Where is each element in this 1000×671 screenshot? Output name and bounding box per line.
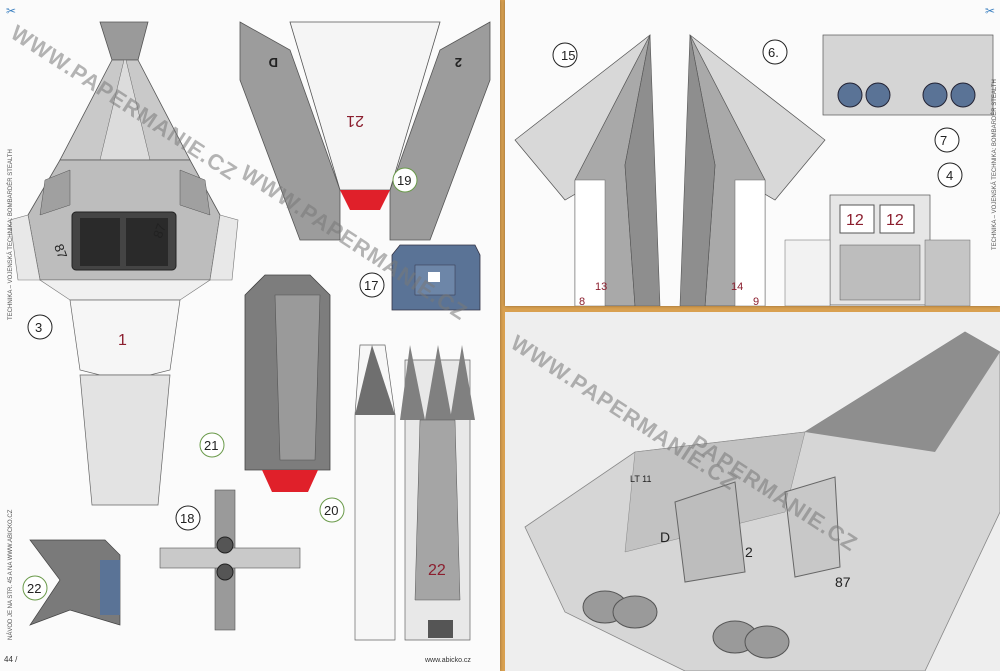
nose-marking-87-left: 87 <box>51 242 70 261</box>
left-papercraft-sheet: 87 87 1 D 2 21 <box>0 0 500 671</box>
left-sheet-graphics: 87 87 1 D 2 21 <box>9 21 491 641</box>
landing-gear-part-15 <box>822 34 994 116</box>
svg-text:22: 22 <box>27 581 41 596</box>
step-marker-7: 15 <box>552 42 578 68</box>
left-side-caption-bottom: NÁVOD JE NA STR. 45 A NA WWW.ABICKO.CZ <box>8 509 14 640</box>
part-22-label: 22 <box>428 562 446 579</box>
piece-12-b: 12 <box>886 212 904 229</box>
page-number: 44 / <box>4 655 18 664</box>
piece-14: 14 <box>731 281 743 293</box>
step-marker-15: 7 <box>934 127 960 153</box>
step-marker-17: 17 <box>359 272 385 298</box>
wing-part-6: 14 9 <box>679 34 826 306</box>
model-marking-d: D <box>660 529 670 545</box>
svg-text:7: 7 <box>940 133 947 148</box>
svg-text:15: 15 <box>561 48 575 63</box>
right-side-caption: TECHNIKA – VOJENSKÁ TECHNIKA: BOMBARDÉR … <box>992 79 998 250</box>
scissors-icon-right: ✂ <box>984 4 996 18</box>
part-18 <box>159 489 301 631</box>
footer-url: www.abicko.cz <box>425 657 471 664</box>
svg-text:19: 19 <box>397 173 411 188</box>
piece-9: 9 <box>753 296 759 306</box>
piece-12-a: 12 <box>846 212 864 229</box>
model-illustration: D 2 87 LT 11 <box>505 312 1000 671</box>
step-marker-4: 4 <box>937 162 963 188</box>
piece-8: 8 <box>579 296 585 306</box>
svg-text:6.: 6. <box>768 45 779 60</box>
bay-part-4: 12 12 <box>784 194 971 306</box>
svg-text:18: 18 <box>180 511 194 526</box>
model-marking-2: 2 <box>745 544 753 560</box>
part-chevron-left <box>29 539 121 626</box>
svg-text:4: 4 <box>946 168 953 183</box>
wing-part-7: 13 8 <box>514 34 661 306</box>
model-marking-87: 87 <box>835 574 851 590</box>
svg-text:3: 3 <box>35 320 42 335</box>
step-marker-6: 6. <box>762 39 788 65</box>
scissors-icon: ✂ <box>5 4 17 18</box>
nose-marking-87-right: 87 <box>150 221 169 240</box>
part-1-label: 1 <box>118 332 127 349</box>
svg-text:20: 20 <box>324 503 338 518</box>
part-17 <box>391 244 481 311</box>
model-marking-lt: LT 11 <box>630 474 652 484</box>
left-side-caption: TECHNIKA – VOJENSKÁ TECHNIKA: BOMBARDÉR … <box>8 149 14 320</box>
assembled-model-photo: D 2 87 LT 11 <box>505 312 1000 671</box>
step-marker-20: 20 <box>319 497 345 523</box>
part-21-top-label: 21 <box>346 112 364 129</box>
right-papercraft-sheet: 13 8 14 9 12 12 <box>505 0 1000 306</box>
step-marker-3: 3 <box>27 314 53 340</box>
right-sheet-graphics: 13 8 14 9 12 12 <box>514 34 994 306</box>
wing-pair-part-19: D 2 21 <box>239 21 491 241</box>
wing-label-2: 2 <box>455 55 462 70</box>
part-22: 22 <box>354 344 475 641</box>
svg-text:21: 21 <box>204 438 218 453</box>
svg-text:17: 17 <box>364 278 378 293</box>
nose-cone-part: 87 87 <box>9 21 239 301</box>
step-marker-18: 18 <box>175 505 201 531</box>
wing-label-d: D <box>269 55 278 70</box>
step-marker-19: 19 <box>392 167 418 193</box>
step-marker-21: 21 <box>199 432 225 458</box>
step-marker-22: 22 <box>22 575 48 601</box>
piece-13: 13 <box>595 281 607 293</box>
part-1: 1 <box>69 299 181 506</box>
part-21 <box>244 274 331 492</box>
